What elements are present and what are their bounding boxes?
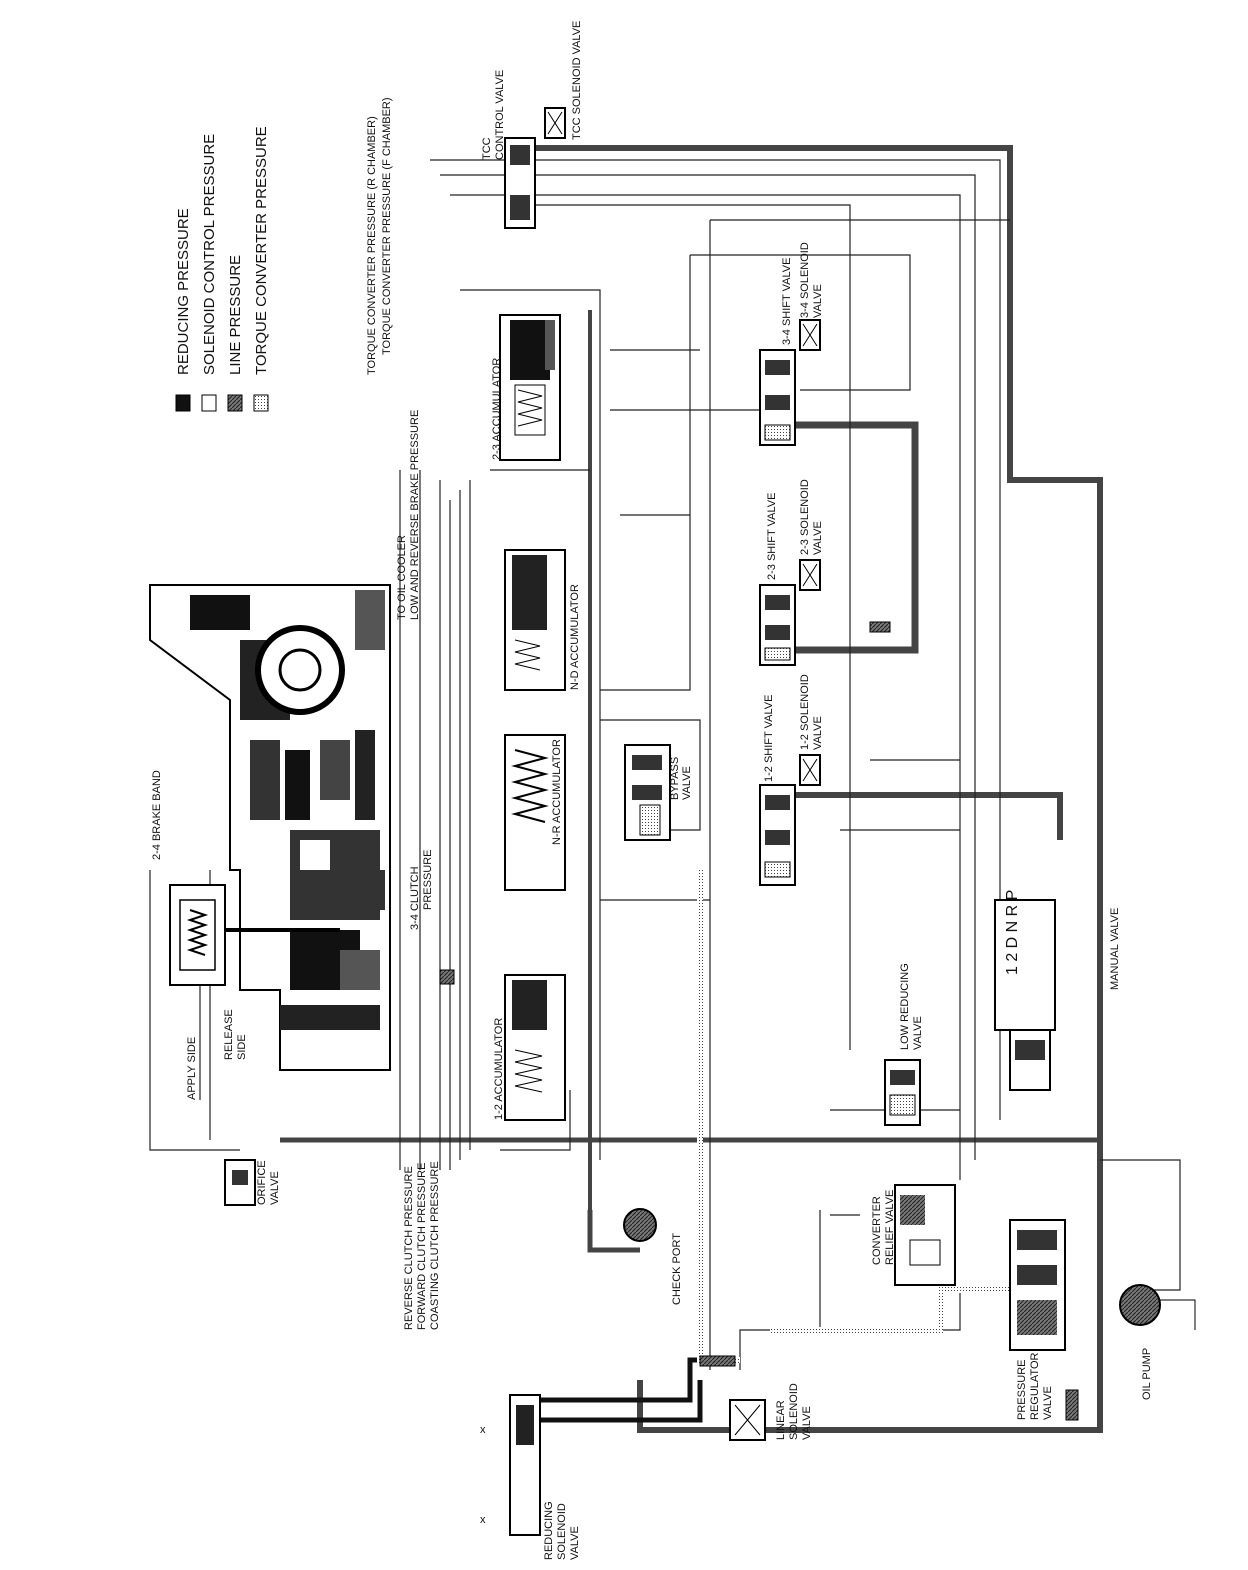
label-clutch-3-4-2: PRESSURE bbox=[422, 849, 434, 910]
accumulator-2-3 bbox=[499, 314, 561, 461]
solenoid-valve-1-2 bbox=[799, 754, 821, 786]
label-linear-solenoid-1: LINEAR bbox=[775, 1400, 787, 1440]
label-solenoid-2-3-2: VALVE bbox=[812, 521, 824, 555]
label-pressure-reg-3: VALVE bbox=[1042, 1386, 1054, 1420]
label-coasting-clutch: COASTING CLUTCH PRESSURE bbox=[429, 1161, 441, 1330]
orifice-valve bbox=[224, 1159, 256, 1206]
label-check-port: CHECK PORT bbox=[671, 1233, 683, 1305]
legend-label-reducing: REDUCING PRESSURE bbox=[175, 208, 192, 375]
filter bbox=[439, 621, 1079, 1421]
label-tcc-solenoid: TCC SOLENOID VALVE bbox=[571, 21, 583, 140]
solenoid-valve-3-4 bbox=[799, 319, 821, 351]
label-low-reducing-1: LOW REDUCING bbox=[899, 963, 911, 1050]
legend-swatch-line bbox=[227, 394, 243, 412]
label-tcc-1: TCC bbox=[481, 137, 493, 160]
label-linear-solenoid-2: SOLENOID bbox=[788, 1383, 800, 1440]
label-orifice-1: ORIFICE bbox=[256, 1160, 268, 1205]
label-shift-1-2: 1-2 SHIFT VALVE bbox=[763, 695, 775, 782]
label-solenoid-1-2-1: 1-2 SOLENOID bbox=[799, 674, 811, 750]
legend-label-line: LINE PRESSURE bbox=[227, 255, 244, 375]
tcc-solenoid-valve bbox=[544, 107, 566, 139]
legend-label-solenoid: SOLENOID CONTROL PRESSURE bbox=[201, 134, 218, 375]
label-tc-r-chamber: TORQUE CONVERTER PRESSURE (R CHAMBER) bbox=[366, 116, 378, 375]
reducing-solenoid-valve bbox=[509, 1394, 541, 1536]
label-converter-relief-1: CONVERTER bbox=[871, 1196, 883, 1265]
label-low-reverse-brake: LOW AND REVERSE BRAKE PRESSURE bbox=[409, 410, 421, 620]
label-solenoid-2-3-1: 2-3 SOLENOID bbox=[799, 479, 811, 555]
label-acc-n-r: N-R ACCUMULATOR bbox=[551, 739, 563, 845]
check-port bbox=[623, 1208, 657, 1242]
shift-valve-3-4 bbox=[759, 349, 796, 446]
accumulator-n-r bbox=[504, 734, 566, 891]
solenoid-valve-2-3 bbox=[799, 559, 821, 591]
label-reverse-clutch: REVERSE CLUTCH PRESSURE bbox=[403, 1166, 415, 1330]
label-tc-f-chamber: TORQUE CONVERTER PRESSURE (F CHAMBER) bbox=[381, 97, 393, 355]
reducing-pressure-circuit bbox=[515, 1357, 735, 1423]
label-reducing-solenoid-3: VALVE bbox=[569, 1526, 581, 1560]
label-pressure-reg-1: PRESSURE bbox=[1016, 1359, 1028, 1420]
label-x-upper: x bbox=[480, 1424, 486, 1436]
label-reducing-solenoid-1: REDUCING bbox=[543, 1501, 555, 1560]
brake-band-servo bbox=[169, 884, 226, 986]
label-reducing-solenoid-2: SOLENOID bbox=[556, 1503, 568, 1560]
shift-valve-1-2 bbox=[759, 784, 796, 886]
label-brake-band: 2-4 BRAKE BAND bbox=[151, 770, 163, 860]
label-release-2: SIDE bbox=[236, 1034, 248, 1060]
label-orifice-2: VALVE bbox=[269, 1171, 281, 1205]
label-apply-side: APPLY SIDE bbox=[186, 1037, 198, 1100]
legend-swatch-solenoid bbox=[201, 394, 217, 412]
label-acc-2-3: 2-3 ACCUMULATOR bbox=[491, 358, 503, 460]
label-bypass-2: VALVE bbox=[681, 766, 693, 800]
shift-valve-2-3 bbox=[759, 584, 796, 666]
label-shift-3-4: 3-4 SHIFT VALVE bbox=[781, 258, 793, 345]
legend: REDUCING PRESSURE SOLENOID CONTROL PRESS… bbox=[175, 126, 270, 412]
label-tcc-2: CONTROL VALVE bbox=[494, 70, 506, 160]
line-pressure-circuit bbox=[280, 145, 1103, 1433]
label-manual-valve: MANUAL VALVE bbox=[1109, 908, 1121, 990]
label-oil-pump: OIL PUMP bbox=[1141, 1348, 1153, 1400]
label-acc-1-2: 1-2 ACCUMULATOR bbox=[493, 1018, 505, 1120]
diagram-labels: TORQUE CONVERTER PRESSURE (R CHAMBER) TO… bbox=[151, 21, 1153, 1560]
tcc-control-valve bbox=[504, 137, 536, 229]
label-to-oil-cooler: TO OIL COOLER bbox=[396, 535, 408, 620]
accumulator-1-2 bbox=[504, 974, 566, 1121]
label-solenoid-3-4-1: 3-4 SOLENOID bbox=[799, 242, 811, 318]
label-release-1: RELEASE bbox=[223, 1009, 235, 1060]
label-bypass-1: BYPASS bbox=[669, 757, 681, 800]
solenoid-control-circuit bbox=[149, 159, 1181, 1370]
converter-relief-valve bbox=[894, 1184, 956, 1286]
label-solenoid-1-2-2: VALVE bbox=[812, 716, 824, 750]
label-low-reducing-2: VALVE bbox=[912, 1016, 924, 1050]
bypass-valve bbox=[624, 744, 671, 841]
label-clutch-3-4-1: 3-4 CLUTCH bbox=[409, 866, 421, 930]
low-reducing-valve bbox=[884, 1059, 921, 1126]
legend-swatch-reducing bbox=[175, 394, 191, 412]
legend-swatch-converter bbox=[253, 394, 269, 412]
label-forward-clutch: FORWARD CLUTCH PRESSURE bbox=[416, 1163, 428, 1330]
pressure-regulator-valve bbox=[1009, 1219, 1066, 1351]
label-acc-n-d: N-D ACCUMULATOR bbox=[569, 584, 581, 690]
label-pressure-reg-2: REGULATOR bbox=[1029, 1353, 1041, 1420]
transmission-cross-section bbox=[149, 584, 391, 1071]
legend-label-converter: TORQUE CONVERTER PRESSURE bbox=[253, 126, 270, 375]
label-converter-relief-2: RELIEF VALVE bbox=[884, 1190, 896, 1265]
torque-converter-circuit bbox=[697, 870, 1030, 1363]
label-solenoid-3-4-2: VALVE bbox=[812, 284, 824, 318]
oil-pump bbox=[1119, 1284, 1196, 1330]
label-shift-2-3: 2-3 SHIFT VALVE bbox=[766, 493, 778, 580]
manual-valve bbox=[994, 899, 1056, 1091]
label-x-lower: x bbox=[480, 1514, 486, 1526]
label-selector: 1 2 D N R P bbox=[1004, 890, 1021, 975]
linear-solenoid-valve bbox=[729, 1399, 766, 1441]
label-linear-solenoid-3: VALVE bbox=[801, 1406, 813, 1440]
accumulator-n-d bbox=[504, 549, 566, 691]
